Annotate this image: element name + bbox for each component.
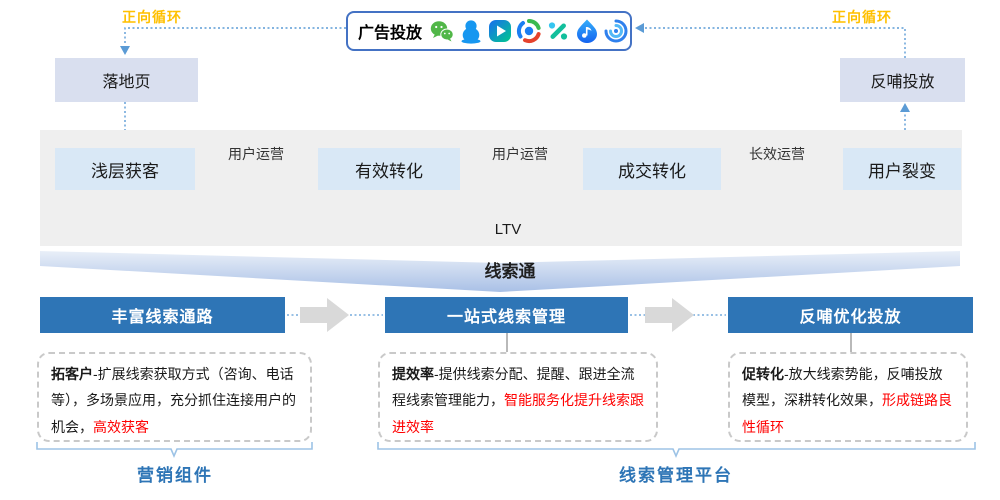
marketing-components-label: 营销组件 [137,466,213,485]
positive-cycle-label-left: 正向循环 [122,9,182,25]
block-arrow-right [645,298,694,332]
stage-deal-conversion: 成交转化 [583,148,721,190]
pillar-desc-lead-channels: 拓客户-扩展线索获取方式（咨询、电话等），多场景应用，充分抓住连接用户的机会，高… [37,352,312,442]
weishi-icon [548,22,568,40]
pillar-desc-lead-management: 提效率-提供线索分配、提醒、跟进全流程线索管理能力，智能服务化提升线索跟进效率 [378,352,658,442]
wechat-icon [430,21,454,42]
pillar-desc-feedback-optimization: 促转化-放大线索势能，反哺投放模型，深耕转化效果，形成链路良性循环 [728,352,968,442]
desc-highlight-text: 高效获客 [93,418,149,435]
qq-icon [461,20,481,44]
lead-management-platform-label: 线索管理平台 [619,466,733,485]
tencent-video-icon [489,20,512,42]
arrow-label-longterm-ops: 长效运营 [749,146,805,162]
platform-bracket [377,442,976,459]
ltv-label: LTV [494,221,522,238]
desc-body-text: -提供线索分配、提醒、跟进全流程线索管理能力， [392,366,635,409]
arrow-label-user-ops-2: 用户运营 [492,146,548,162]
desc-highlight-text: 智能服务化提升线索跟进效率 [392,392,644,435]
block-arrow-right [300,298,349,332]
stage-shallow-acquisition: 浅层获客 [55,148,195,190]
desc-bold-text: 拓客户 [51,366,93,382]
desc-bold-text: 提效率 [392,366,434,382]
ad-placement-label: 广告投放 [358,25,423,42]
feedback-delivery-box: 反哺投放 [840,58,965,102]
desc-highlight-text: 形成链路良性循环 [742,392,952,435]
positive-cycle-label-right: 正向循环 [832,9,892,25]
lead-pass-label: 线索通 [484,262,536,281]
qq-music-icon [577,19,598,43]
pillar-header-feedback-optimization: 反哺优化投放 [728,297,973,333]
desc-body-text: -放大线索势能，反哺投放模型，深耕转化效果， [742,366,943,409]
marketing-bracket [36,442,313,459]
desc-bold-text: 促转化 [742,366,784,382]
stage-effective-conversion: 有效转化 [318,148,460,190]
ad-placement-box: 广告投放 [346,11,632,51]
desc-body-text: -扩展线索获取方式（咨询、电话等），多场景应用，充分抓住连接用户的机会， [51,366,296,435]
stage-user-fission: 用户裂变 [843,148,961,190]
pillar-header-lead-channels: 丰富线索通路 [40,297,285,333]
arrow-label-user-ops-1: 用户运营 [228,146,284,162]
qq-browser-icon [516,18,541,44]
landing-page-box: 落地页 [55,58,198,102]
youlianghui-icon [604,19,628,43]
pillar-header-lead-management: 一站式线索管理 [385,297,628,333]
